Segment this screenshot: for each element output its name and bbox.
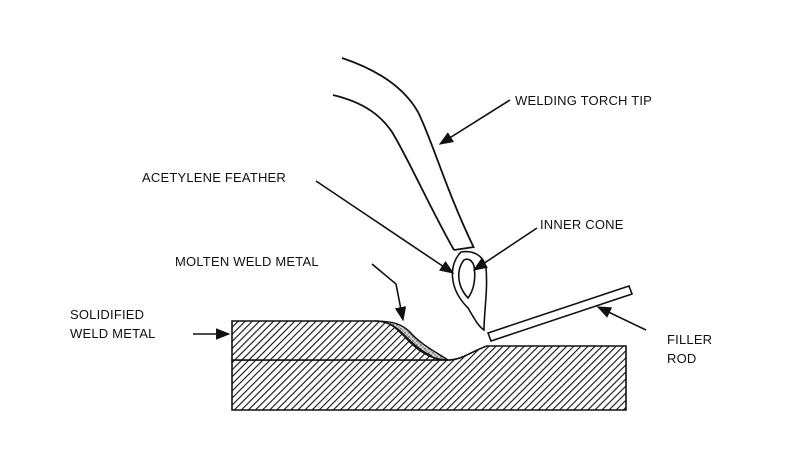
acetylene-feather-label: ACETYLENE FEATHER	[142, 170, 287, 185]
acetylene-feather-shape	[451, 250, 488, 332]
welding-torch-tip	[332, 57, 475, 251]
molten-weld-puddle	[374, 320, 451, 361]
solidified-weld-metal-line1: SOLIDIFIED	[70, 307, 145, 322]
filler-rod	[486, 284, 634, 343]
inner-cone-shape	[458, 258, 476, 300]
welding-torch-tip-label: WELDING TORCH TIP	[515, 93, 653, 108]
solidified-weld-metal-label: SOLIDIFIED WELD METAL	[70, 305, 156, 343]
molten-weld-metal-label: MOLTEN WELD METAL	[175, 254, 319, 269]
filler-rod-line1: FILLER	[667, 332, 713, 347]
acetylene-feather-arrow	[315, 180, 455, 274]
base-metal-plate	[231, 345, 627, 411]
flame	[451, 250, 488, 332]
filler-rod-label: FILLER ROD	[667, 330, 712, 368]
filler-rod-arrow	[596, 306, 647, 331]
torch-tip-arrow	[438, 99, 511, 145]
molten-weld-arrow	[371, 263, 407, 322]
inner-cone-label: INNER CONE	[540, 217, 624, 232]
inner-cone-arrow	[472, 227, 538, 271]
leader-lines	[193, 99, 647, 340]
filler-rod-line2: ROD	[667, 351, 697, 366]
solidified-weld-metal-line2: WELD METAL	[70, 326, 156, 341]
